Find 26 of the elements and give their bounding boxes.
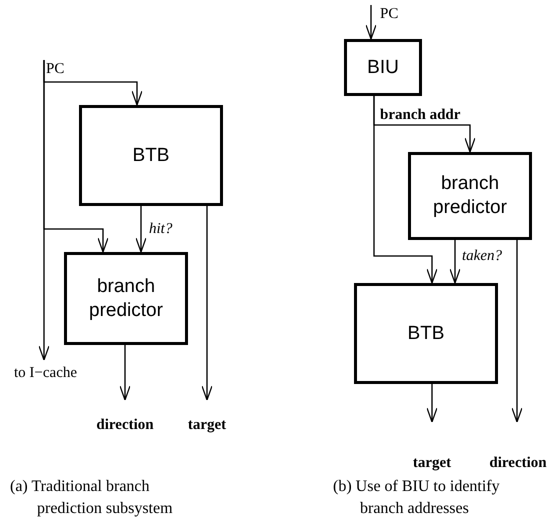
figure-caption: (b) Use of BIU to identify branch addresses bbox=[333, 477, 501, 519]
arrow bbox=[449, 240, 461, 284]
edge-label: taken? bbox=[462, 248, 502, 264]
arrow bbox=[119, 345, 131, 401]
output-label: to I−cache bbox=[14, 360, 98, 382]
edge-label: hit? bbox=[149, 221, 172, 237]
arrow bbox=[373, 96, 438, 284]
signal-label: PC bbox=[46, 60, 78, 80]
output-label: direction bbox=[84, 400, 166, 434]
arrow bbox=[365, 5, 377, 40]
predictor-block: branch predictor bbox=[408, 152, 532, 240]
predictor-block: branch predictor bbox=[64, 252, 188, 345]
output-label: direction bbox=[479, 422, 557, 472]
output-label: target bbox=[404, 422, 460, 472]
arrow bbox=[201, 206, 213, 401]
btb-block: BTB bbox=[354, 283, 498, 384]
btb-block: BTB bbox=[79, 105, 223, 206]
output-label: target bbox=[180, 400, 234, 434]
arrow bbox=[426, 384, 438, 423]
signal-label: PC bbox=[370, 5, 408, 27]
edge-label: branch addr bbox=[380, 107, 460, 123]
arrow bbox=[511, 240, 523, 423]
arrow bbox=[135, 206, 147, 253]
arrow bbox=[38, 60, 50, 361]
figure-caption: (a) Traditional branch prediction subsystem bbox=[10, 477, 174, 519]
biu-block: BIU bbox=[344, 39, 422, 96]
